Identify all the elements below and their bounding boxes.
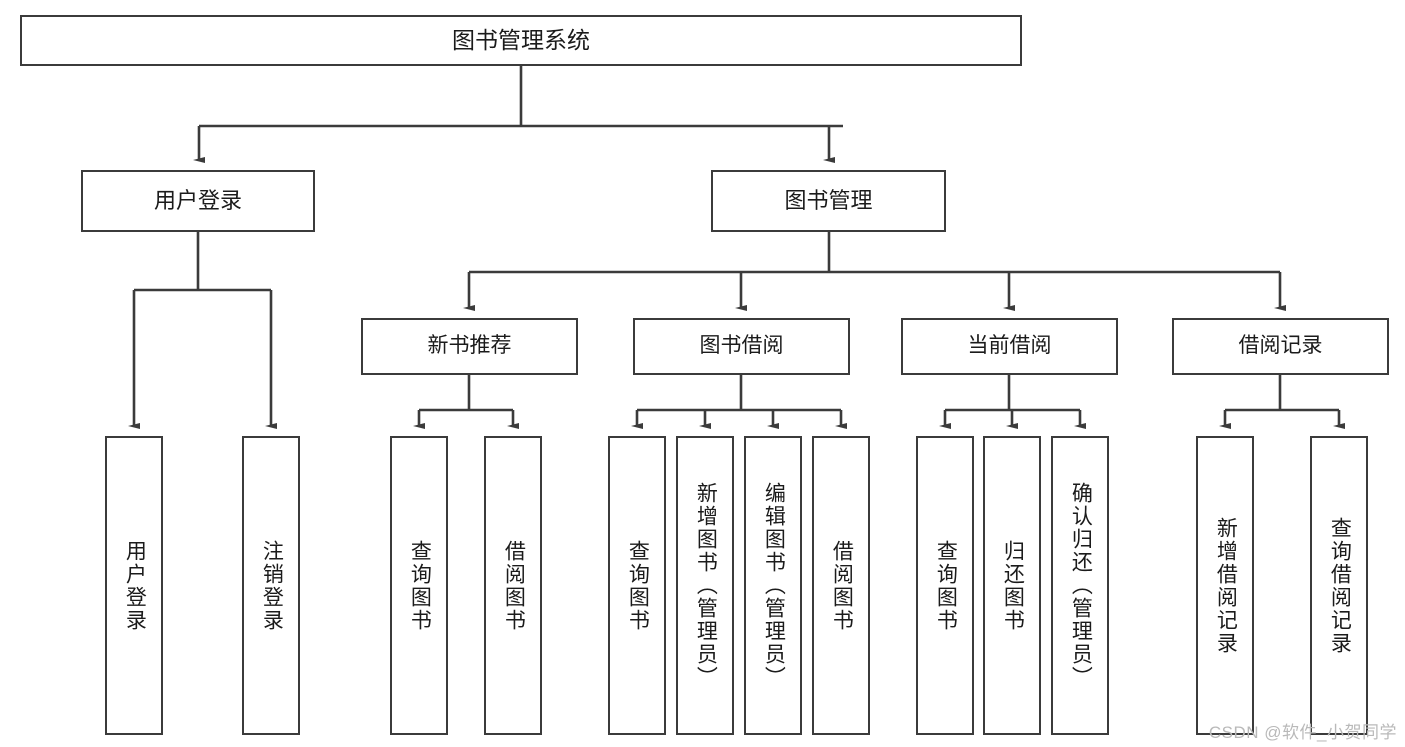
node-label: 编辑图书（管理员）: [762, 482, 786, 689]
node-label: 新增图书（管理员）: [694, 482, 718, 689]
leaf-query-book-recommend[interactable]: 查询图书: [390, 436, 448, 735]
node-label: 借阅图书: [502, 539, 526, 632]
leaf-query-book-current[interactable]: 查询图书: [916, 436, 974, 735]
node-label: 新书推荐: [427, 334, 512, 358]
node-book-borrow[interactable]: 图书借阅: [633, 318, 850, 375]
leaf-user-login[interactable]: 用户登录: [105, 436, 163, 735]
node-borrow-record[interactable]: 借阅记录: [1172, 318, 1389, 375]
leaf-query-borrow-record[interactable]: 查询借阅记录: [1310, 436, 1368, 735]
node-current-borrow[interactable]: 当前借阅: [901, 318, 1118, 375]
node-root-system[interactable]: 图书管理系统: [20, 15, 1022, 66]
node-user-login[interactable]: 用户登录: [81, 170, 315, 232]
node-label: 借阅记录: [1238, 334, 1323, 358]
node-new-book-recommend[interactable]: 新书推荐: [361, 318, 578, 375]
leaf-add-borrow-record[interactable]: 新增借阅记录: [1196, 436, 1254, 735]
node-label: 查询图书: [934, 539, 958, 632]
node-label: 查询图书: [626, 539, 650, 632]
leaf-edit-book-admin[interactable]: 编辑图书（管理员）: [744, 436, 802, 735]
leaf-borrow-book[interactable]: 借阅图书: [812, 436, 870, 735]
leaf-borrow-book-recommend[interactable]: 借阅图书: [484, 436, 542, 735]
node-book-management[interactable]: 图书管理: [711, 170, 946, 232]
leaf-confirm-return-admin[interactable]: 确认归还（管理员）: [1051, 436, 1109, 735]
node-label: 图书管理系统: [452, 26, 590, 53]
node-label: 当前借阅: [967, 334, 1052, 358]
node-label: 图书管理: [784, 188, 873, 214]
node-label: 用户登录: [153, 188, 242, 214]
node-label: 归还图书: [1001, 539, 1025, 632]
node-label: 新增借阅记录: [1214, 516, 1238, 655]
leaf-return-book[interactable]: 归还图书: [983, 436, 1041, 735]
leaf-logout[interactable]: 注销登录: [242, 436, 300, 735]
csdn-watermark: CSDN @软件_小贺同学: [1208, 723, 1397, 742]
node-label: 借阅图书: [830, 539, 854, 632]
leaf-add-book-admin[interactable]: 新增图书（管理员）: [676, 436, 734, 735]
node-label: 注销登录: [260, 539, 284, 632]
node-label: 查询图书: [408, 539, 432, 632]
node-label: 用户登录: [123, 539, 147, 632]
leaf-query-book-borrow[interactable]: 查询图书: [608, 436, 666, 735]
node-label: 查询借阅记录: [1328, 516, 1352, 655]
node-label: 确认归还（管理员）: [1069, 482, 1093, 689]
node-label: 图书借阅: [699, 334, 784, 358]
